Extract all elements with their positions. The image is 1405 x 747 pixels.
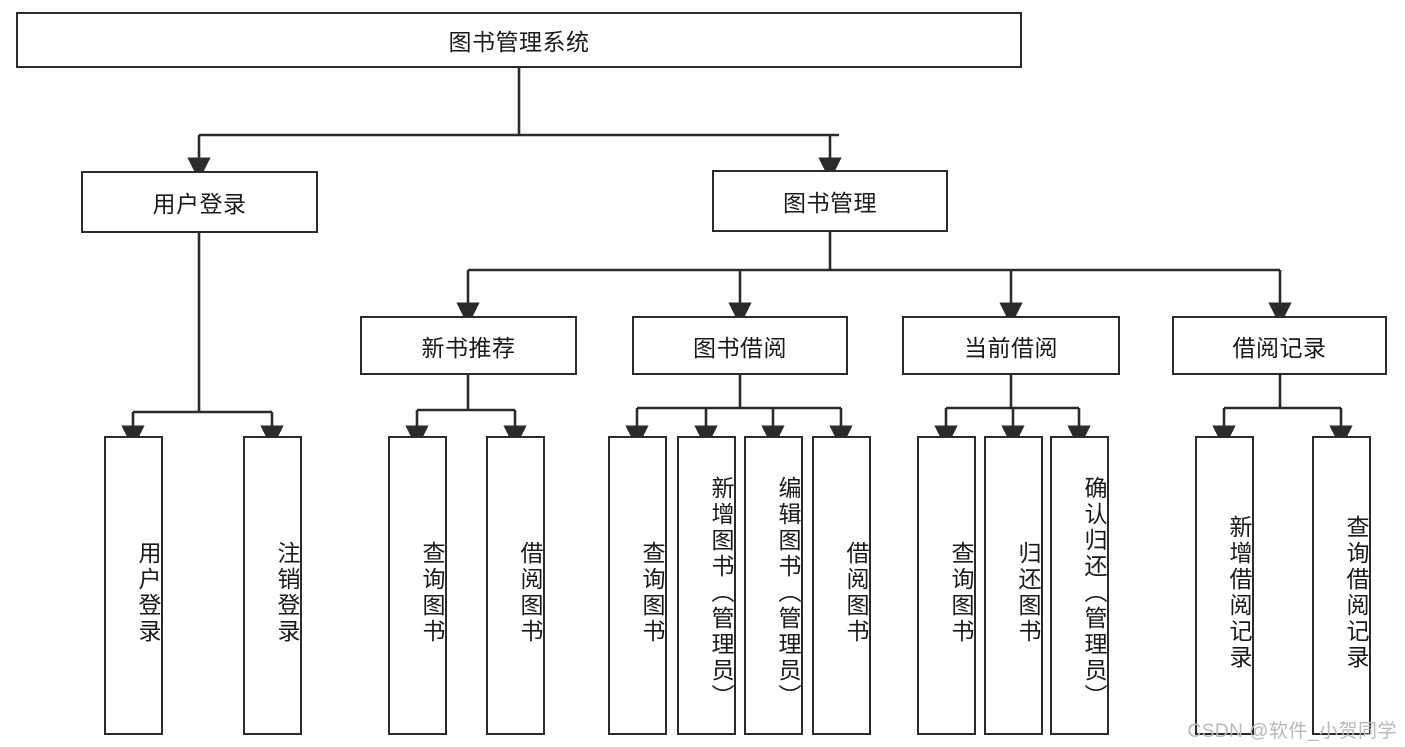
- node-label: 新增图书（管理员）: [708, 475, 734, 710]
- node-book-borrow[interactable]: 图书借阅: [632, 316, 848, 375]
- watermark-text: CSDN @软件_小贺同学: [1187, 721, 1397, 742]
- node-label: 借阅图书: [517, 540, 543, 645]
- node-label: 图书管理系统: [448, 29, 590, 55]
- node-borrow-record[interactable]: 借阅记录: [1172, 316, 1387, 375]
- node-label: 图书管理: [783, 190, 877, 216]
- node-label: 查询图书: [948, 540, 974, 645]
- node-user-login[interactable]: 用户登录: [81, 171, 318, 233]
- node-label: 用户登录: [135, 540, 161, 645]
- leaf-book-borrow-borrow-book[interactable]: 借阅图书: [812, 436, 871, 735]
- node-label: 借阅图书: [843, 540, 869, 645]
- leaf-user-login-login[interactable]: 用户登录: [104, 436, 163, 735]
- node-label: 借阅记录: [1232, 334, 1327, 361]
- leaf-borrow-record-add-record[interactable]: 新增借阅记录: [1195, 436, 1254, 735]
- leaf-current-borrow-confirm-return-admin[interactable]: 确认归还（管理员）: [1050, 436, 1109, 735]
- node-label: 当前借阅: [964, 334, 1058, 361]
- leaf-borrow-record-query-record[interactable]: 查询借阅记录: [1312, 436, 1371, 735]
- leaf-book-borrow-query-book[interactable]: 查询图书: [608, 436, 667, 735]
- leaf-book-borrow-add-book-admin[interactable]: 新增图书（管理员）: [677, 436, 736, 735]
- node-label: 用户登录: [152, 191, 247, 217]
- node-label: 新增借阅记录: [1226, 514, 1252, 671]
- node-label: 归还图书: [1015, 540, 1041, 645]
- leaf-new-book-query-book[interactable]: 查询图书: [388, 436, 447, 735]
- leaf-current-borrow-return-book[interactable]: 归还图书: [984, 436, 1043, 735]
- node-label: 确认归还（管理员）: [1081, 475, 1107, 710]
- leaf-book-borrow-edit-book-admin[interactable]: 编辑图书（管理员）: [744, 436, 803, 735]
- node-label: 图书借阅: [693, 334, 787, 361]
- leaf-new-book-borrow-book[interactable]: 借阅图书: [486, 436, 545, 735]
- node-label: 查询图书: [419, 540, 445, 645]
- node-label: 查询图书: [639, 540, 665, 645]
- node-label: 编辑图书（管理员）: [775, 475, 801, 710]
- node-book-management[interactable]: 图书管理: [712, 170, 948, 232]
- leaf-current-borrow-query-book[interactable]: 查询图书: [917, 436, 976, 735]
- node-label: 查询借阅记录: [1343, 514, 1369, 671]
- node-new-book-recommend[interactable]: 新书推荐: [360, 316, 577, 375]
- node-current-borrow[interactable]: 当前借阅: [902, 316, 1120, 375]
- node-label: 新书推荐: [421, 334, 516, 361]
- leaf-user-login-logout[interactable]: 注销登录: [243, 436, 302, 735]
- node-label: 注销登录: [274, 540, 300, 645]
- node-root-book-management-system[interactable]: 图书管理系统: [16, 12, 1022, 68]
